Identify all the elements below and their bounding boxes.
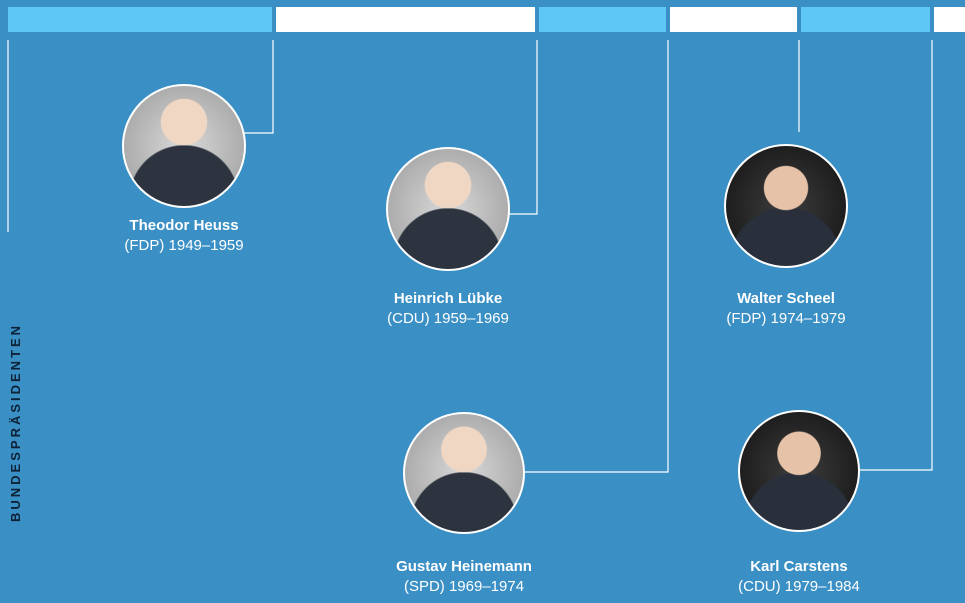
portrait-icon <box>403 412 525 534</box>
timeline-bar-luebke <box>276 7 535 32</box>
portrait-icon <box>386 147 510 271</box>
president-meta: (SPD) 1969–1974 <box>403 578 525 595</box>
connector-heuss <box>244 40 274 134</box>
president-meta: (CDU) 1959–1969 <box>387 310 509 327</box>
president-name: Karl Carstens <box>750 558 848 575</box>
connector-luebke <box>509 40 538 215</box>
timeline-bar-scheel <box>670 7 797 32</box>
president-label-luebke: Heinrich Lübke (CDU) 1959–1969 <box>338 289 558 329</box>
president-meta: (FDP) 1949–1959 <box>124 237 244 254</box>
portrait-icon <box>122 84 246 208</box>
timeline-bar-heinemann <box>539 7 666 32</box>
president-meta: (CDU) 1979–1984 <box>738 578 860 595</box>
president-label-carstens: Karl Carstens (CDU) 1979–1984 <box>689 557 909 597</box>
connector-carstens <box>860 40 933 471</box>
timeline-bar-next <box>934 7 965 32</box>
president-label-scheel: Walter Scheel (FDP) 1974–1979 <box>676 289 896 329</box>
president-label-heuss: Theodor Heuss (FDP) 1949–1959 <box>74 216 294 256</box>
connector-heinemann <box>525 40 669 473</box>
president-name: Walter Scheel <box>737 290 835 307</box>
president-label-heinemann: Gustav Heinemann (SPD) 1969–1974 <box>354 557 574 597</box>
section-title: BUNDESPRÄSIDENTEN <box>8 322 23 522</box>
portrait-icon <box>724 144 848 268</box>
president-meta: (FDP) 1974–1979 <box>726 310 846 327</box>
president-name: Theodor Heuss <box>129 217 239 234</box>
portrait-icon <box>738 410 860 532</box>
president-name: Gustav Heinemann <box>396 558 532 575</box>
president-name: Heinrich Lübke <box>393 290 503 307</box>
timeline-bar-carstens <box>801 7 930 32</box>
timeline-bar-heuss <box>8 7 272 32</box>
